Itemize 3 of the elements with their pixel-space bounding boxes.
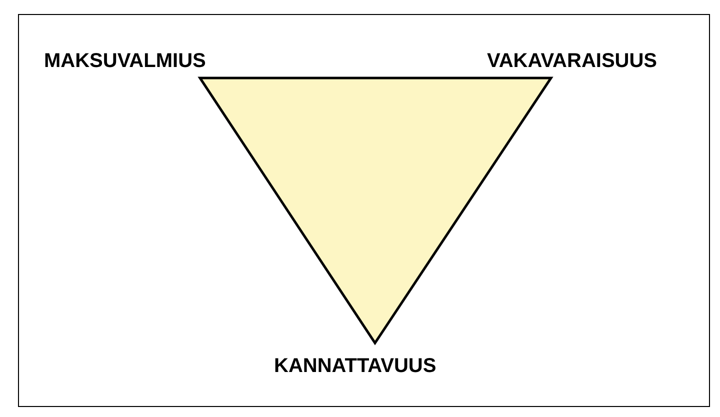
corner-label: VAKAVARAISUUS [487, 49, 658, 73]
corner-label: KANNATTAVUUS [274, 354, 436, 378]
corner-label: MAKSUVALMIUS [44, 49, 206, 73]
